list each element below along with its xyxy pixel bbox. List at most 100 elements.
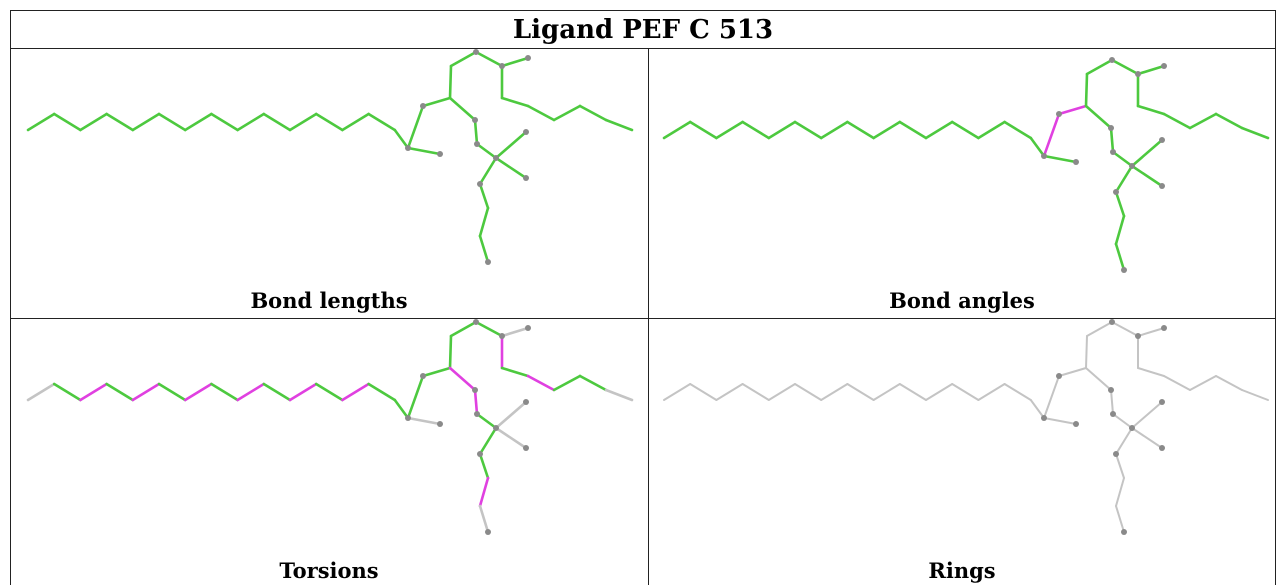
bond: [79, 112, 108, 132]
molecule-bond-lengths: [26, 49, 634, 265]
column-divider: [648, 48, 649, 585]
molecule-rings: [663, 319, 1269, 535]
bond: [1115, 453, 1125, 479]
caption-rings: Rings: [928, 558, 996, 583]
bond: [1058, 367, 1087, 377]
atom: [1129, 163, 1135, 169]
atom: [499, 63, 505, 69]
atom: [485, 529, 491, 535]
bond: [977, 383, 1006, 401]
atom: [472, 387, 478, 393]
bond: [157, 382, 187, 402]
atom: [1109, 319, 1115, 325]
bond: [449, 320, 478, 338]
atom: [1135, 333, 1141, 339]
atom: [1135, 71, 1141, 77]
bond: [552, 104, 582, 122]
bond: [767, 383, 796, 401]
bond: [500, 366, 530, 378]
bond: [924, 120, 954, 140]
atom: [1159, 399, 1165, 405]
bond: [1189, 375, 1217, 391]
bond: [1115, 427, 1133, 455]
bond: [314, 112, 344, 132]
bond: [1085, 58, 1114, 76]
bond: [478, 476, 490, 508]
bond: [288, 382, 318, 402]
bond: [105, 382, 135, 402]
bond: [52, 112, 82, 132]
bond: [925, 383, 954, 401]
bond: [475, 412, 498, 430]
bond: [448, 366, 477, 392]
bond: [341, 382, 370, 402]
panel-rings: Rings: [648, 318, 1276, 585]
bond: [689, 383, 718, 401]
bond: [52, 382, 82, 402]
bond: [767, 120, 797, 140]
bond: [262, 382, 292, 402]
bond: [846, 120, 875, 140]
bond: [236, 382, 266, 402]
bond: [131, 382, 161, 402]
atom: [477, 451, 483, 457]
bond: [1085, 367, 1112, 391]
bond: [794, 383, 823, 401]
bond: [715, 120, 744, 140]
atom: [1073, 159, 1079, 165]
bond: [478, 504, 490, 534]
bond: [367, 382, 397, 402]
atom: [493, 425, 499, 431]
bond: [951, 383, 980, 401]
bond: [1162, 112, 1192, 130]
bond: [820, 383, 849, 401]
bond: [1043, 375, 1060, 419]
bond: [406, 374, 425, 420]
atom: [420, 103, 426, 109]
atom: [477, 181, 483, 187]
bond: [1057, 104, 1088, 116]
atom: [405, 145, 411, 151]
bond: [478, 452, 490, 480]
bond: [578, 374, 608, 392]
bond: [26, 382, 56, 402]
bond: [131, 112, 161, 132]
bond: [950, 120, 980, 140]
bond: [1215, 375, 1243, 391]
bond: [183, 382, 213, 402]
bond: [1110, 58, 1140, 76]
bond: [406, 416, 442, 426]
atom: [523, 399, 529, 405]
bond: [1042, 112, 1061, 158]
bond: [1042, 154, 1078, 164]
bond: [1137, 367, 1165, 377]
bond: [494, 426, 528, 450]
bond: [288, 112, 318, 132]
bond: [341, 112, 370, 132]
atom: [1159, 137, 1165, 143]
atom: [1109, 57, 1115, 63]
molecule-torsions: [26, 319, 634, 535]
bond: [475, 142, 498, 160]
atom: [1121, 529, 1127, 535]
bond: [1029, 136, 1046, 158]
bond: [1137, 327, 1165, 337]
atom: [1108, 125, 1114, 131]
atom: [405, 415, 411, 421]
bond: [1136, 64, 1166, 76]
bond: [406, 146, 442, 156]
bond: [105, 112, 135, 132]
bond: [898, 383, 927, 401]
bond: [478, 206, 490, 238]
bond: [1163, 375, 1191, 391]
bond: [421, 366, 452, 378]
bond: [1086, 321, 1113, 337]
atom: [1129, 425, 1135, 431]
bond: [715, 383, 744, 401]
bond: [1130, 164, 1164, 188]
atom: [1041, 415, 1047, 421]
bond: [1084, 72, 1089, 108]
bond: [1131, 427, 1163, 449]
bond: [314, 382, 344, 402]
bond: [421, 96, 452, 108]
